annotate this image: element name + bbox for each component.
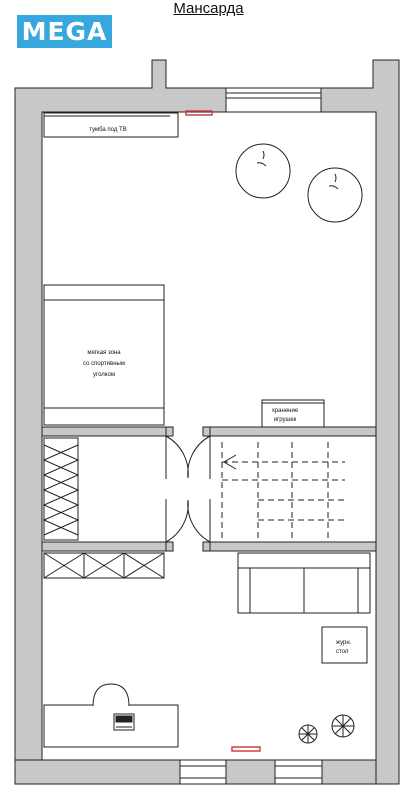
toy-storage: хранение игрушек — [261, 399, 325, 428]
soft-zone-label-2: со спортивным — [83, 361, 125, 367]
plant-icon — [298, 724, 318, 744]
tv-stand-label: тумба под ТВ — [89, 127, 126, 133]
soft-zone-label-3: уголком — [93, 372, 115, 378]
lower-sofa — [237, 552, 371, 614]
doors — [165, 435, 211, 543]
desk — [43, 683, 179, 748]
tv-stand: тумба под ТВ — [43, 112, 179, 138]
wardrobe — [42, 437, 80, 541]
dresser — [43, 552, 165, 579]
electric-markers — [185, 110, 261, 752]
staircase — [221, 442, 345, 540]
coffee-table: журн. стол — [321, 626, 368, 664]
soft-zone-sofa: мягкая зона со спортивным уголком — [43, 284, 165, 426]
soft-zone-label-1: мягкая зона — [87, 350, 121, 356]
toy-storage-label-2: игрушек — [274, 417, 297, 423]
partitions — [41, 426, 377, 552]
coffee-table-label-1: журн. — [336, 640, 352, 646]
plants — [298, 714, 355, 744]
coffee-table-label-2: стол — [336, 649, 349, 655]
toy-storage-label-1: хранение — [272, 408, 299, 414]
plant-icon — [331, 714, 355, 738]
plan-title: Мансарда — [173, 0, 244, 17]
desk-chair — [92, 683, 130, 707]
beanbags — [235, 143, 363, 223]
mega-logo: MEGA — [17, 15, 112, 48]
windows — [180, 92, 322, 779]
